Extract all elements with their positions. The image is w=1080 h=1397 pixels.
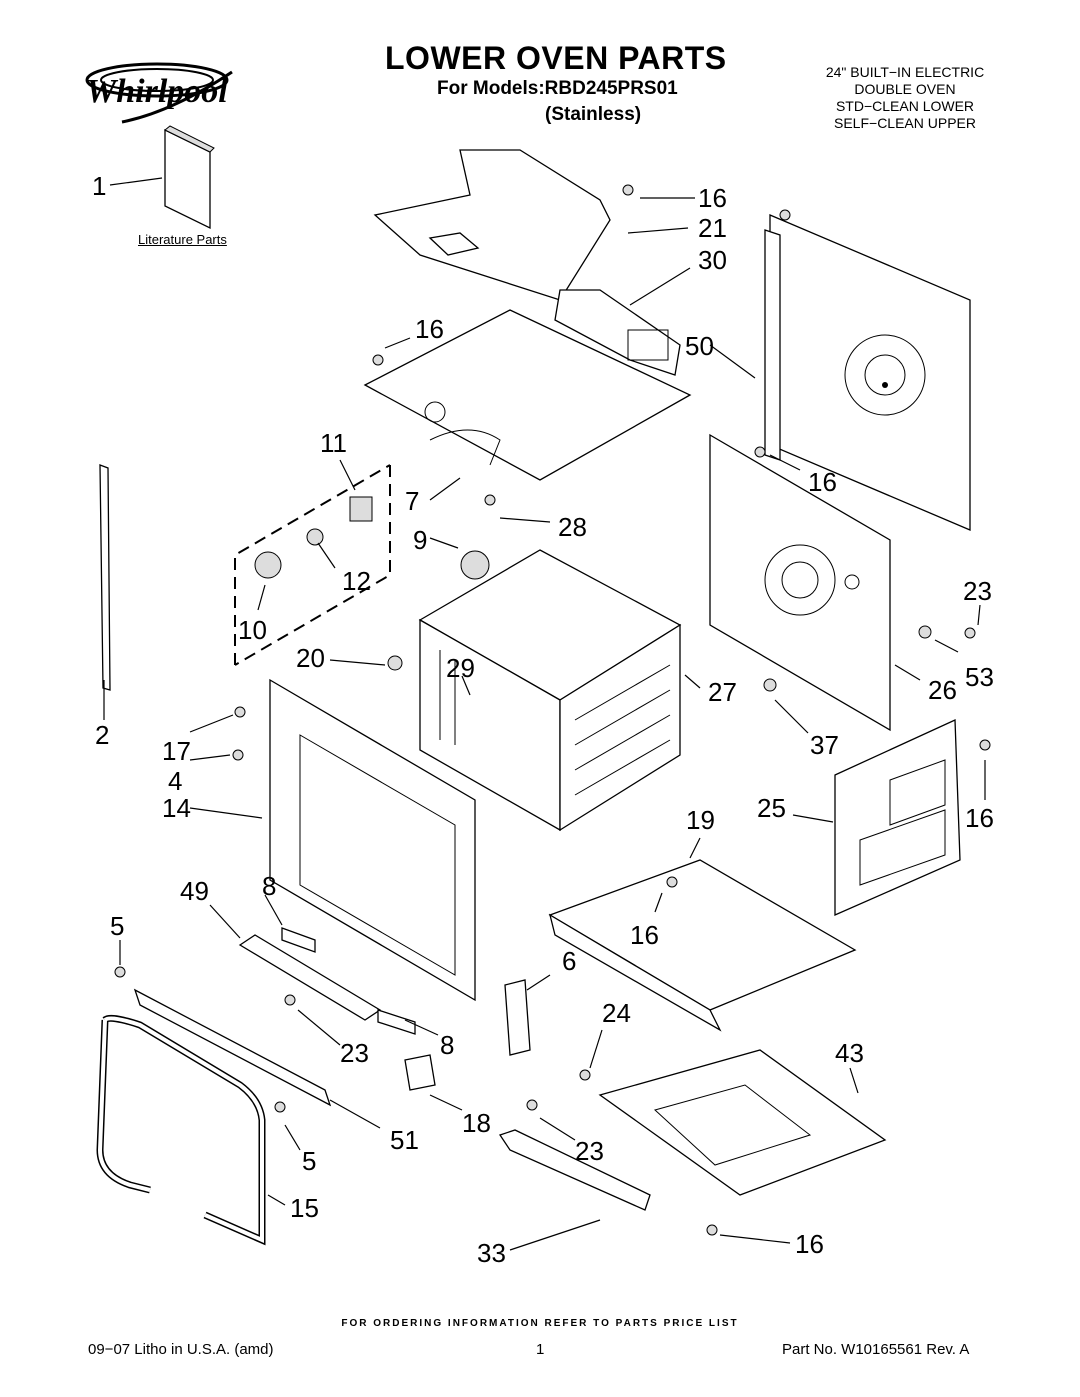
callout-16: 16: [795, 1229, 824, 1259]
callout-18: 18: [462, 1108, 491, 1138]
callout-16: 16: [965, 803, 994, 833]
callout-49: 49: [180, 876, 209, 906]
callout-30: 30: [698, 245, 727, 275]
front-frame: [269, 678, 476, 1002]
spec-line: DOUBLE OVEN: [854, 81, 956, 97]
trim-strip: [133, 988, 332, 1107]
callout-23: 23: [340, 1038, 369, 1068]
vertical-trim: [99, 464, 111, 691]
callout-23: 23: [963, 576, 992, 606]
callout-23: 23: [575, 1136, 604, 1166]
callout-51: 51: [390, 1125, 419, 1155]
finish-label: (Stainless): [545, 104, 642, 125]
callout-53: 53: [965, 662, 994, 692]
callout-26: 26: [928, 675, 957, 705]
drip-tray: [598, 1049, 887, 1196]
callout-5: 5: [302, 1146, 317, 1176]
oven-bottom-panel: [548, 859, 857, 1032]
callout-4: 4: [168, 766, 183, 796]
callout-43: 43: [835, 1038, 864, 1068]
brackets: [238, 927, 531, 1091]
callout-8: 8: [440, 1030, 455, 1060]
side-panel: [709, 433, 891, 732]
part-number: Part No. W10165561 Rev. A: [782, 1341, 970, 1358]
door-gasket: [96, 1014, 266, 1246]
screws: [114, 184, 991, 1236]
callout-16: 16: [630, 920, 659, 950]
callout-7: 7: [405, 486, 420, 516]
callout-2: 2: [95, 720, 110, 750]
top-cover: [373, 149, 611, 301]
callout-16: 16: [415, 314, 444, 344]
callout-25: 25: [757, 793, 786, 823]
rear-panel: [764, 214, 971, 531]
callout-9: 9: [413, 525, 428, 555]
kick-plate: [498, 1129, 651, 1211]
callout-10: 10: [238, 615, 267, 645]
callout-6: 6: [562, 946, 577, 976]
right-side-panel: [834, 719, 961, 916]
models-line: For Models:RBD245PRS01: [437, 78, 678, 99]
leader-lines: [103, 177, 986, 1251]
callout-16: 16: [698, 183, 727, 213]
terminal-block: [554, 289, 681, 376]
callout-19: 19: [686, 805, 715, 835]
callout-50: 50: [685, 331, 714, 361]
callout-24: 24: [602, 998, 631, 1028]
page-title: LOWER OVEN PARTS: [385, 40, 727, 76]
callout-14: 14: [162, 793, 191, 823]
spec-block: 24" BUILT−IN ELECTRIC DOUBLE OVEN STD−CL…: [800, 64, 1010, 132]
spec-line: SELF−CLEAN UPPER: [834, 115, 976, 131]
literature-booklet: [164, 125, 215, 230]
whirlpool-logo: Whirlpool: [82, 52, 252, 132]
callout-17: 17: [162, 736, 191, 766]
callout-37: 37: [810, 730, 839, 760]
callout-28: 28: [558, 512, 587, 542]
lamp-assembly: [234, 464, 391, 666]
callout-21: 21: [698, 213, 727, 243]
oven-top-panel: [363, 309, 692, 481]
oven-cavity: [418, 549, 682, 832]
callout-29: 29: [446, 653, 475, 683]
spec-line: 24" BUILT−IN ELECTRIC: [825, 64, 985, 80]
callout-16: 16: [808, 467, 837, 497]
logo-wordmark: Whirlpool: [86, 73, 228, 110]
spec-line: STD−CLEAN LOWER: [835, 98, 975, 114]
litho-text: 09−07 Litho in U.S.A. (amd): [88, 1341, 274, 1358]
callout-5: 5: [110, 911, 125, 941]
callout-15: 15: [290, 1193, 319, 1223]
page-number: 1: [536, 1341, 545, 1358]
callout-8: 8: [262, 871, 277, 901]
callout-27: 27: [708, 677, 737, 707]
callout-20: 20: [296, 643, 325, 673]
callout-11: 11: [320, 428, 347, 458]
callout-12: 12: [342, 566, 371, 596]
callout-33: 33: [477, 1238, 506, 1268]
literature-parts-label: Literature Parts: [138, 232, 227, 247]
callout-1: 1: [92, 171, 107, 201]
ordering-note: FOR ORDERING INFORMATION REFER TO PARTS …: [341, 1318, 739, 1329]
